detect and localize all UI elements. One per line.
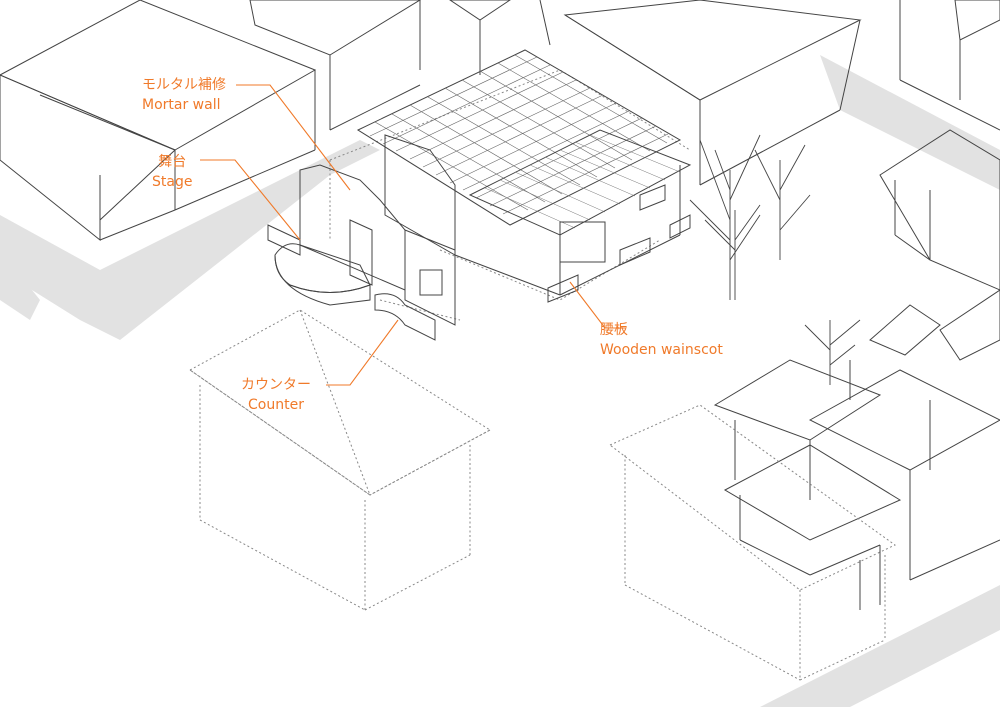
neighbour-house-left	[0, 0, 317, 242]
neighbour-house-lower-right	[713, 289, 1000, 610]
stage-front	[274, 254, 371, 306]
label-mortar-jp: モルタル補修	[142, 77, 226, 93]
roof-tiles	[369, 54, 669, 215]
trees	[689, 134, 861, 385]
road-bottom-right	[760, 585, 1000, 707]
label-wainscot-en: Wooden wainscot	[600, 342, 723, 358]
stage-area	[267, 164, 456, 341]
label-wainscot: 腰板 Wooden wainscot	[600, 320, 723, 360]
road-top-right	[820, 55, 1000, 190]
main-house	[356, 49, 692, 303]
neighbour-house-far-right	[879, 129, 1000, 291]
leader-counter	[326, 319, 399, 386]
leader-lines	[200, 84, 625, 386]
wall-window	[419, 269, 443, 296]
leader-wainscot	[569, 281, 625, 329]
label-mortar-en: Mortar wall	[142, 97, 221, 113]
road-left	[0, 140, 380, 340]
neighbour-house-top	[249, 0, 551, 131]
wainscot-panel-2	[619, 237, 651, 266]
label-counter-jp: カウンター	[241, 377, 311, 393]
wainscot-panel-1	[547, 274, 579, 303]
label-stage: 舞台 Stage	[152, 152, 192, 192]
main-roof	[356, 49, 682, 226]
wainscot-panel-3	[669, 214, 691, 239]
stage-side-panel	[267, 224, 301, 256]
label-counter-en: Counter	[248, 397, 304, 413]
label-counter: カウンター Counter	[241, 375, 311, 415]
road-left-lower	[0, 250, 40, 320]
roads	[0, 55, 1000, 707]
ghost-building-centre	[189, 309, 491, 611]
side-window	[639, 184, 666, 211]
label-wainscot-jp: 腰板	[600, 322, 628, 338]
neighbour-house-right	[563, 0, 1000, 186]
mortar-wall	[299, 164, 406, 291]
leader-mortar	[236, 84, 351, 191]
label-stage-jp: 舞台	[158, 154, 187, 170]
glass-door	[559, 221, 606, 263]
counter	[374, 293, 436, 341]
label-mortar-wall: モルタル補修 Mortar wall	[142, 75, 226, 115]
leader-stage	[200, 159, 301, 241]
side-wall	[404, 229, 456, 326]
wall-opening	[349, 219, 373, 286]
ghost-site-outline	[329, 69, 691, 321]
label-stage-en: Stage	[152, 174, 193, 190]
ghost-building-right	[609, 404, 896, 681]
lower-roof	[468, 129, 692, 236]
gable-wall	[384, 134, 456, 256]
